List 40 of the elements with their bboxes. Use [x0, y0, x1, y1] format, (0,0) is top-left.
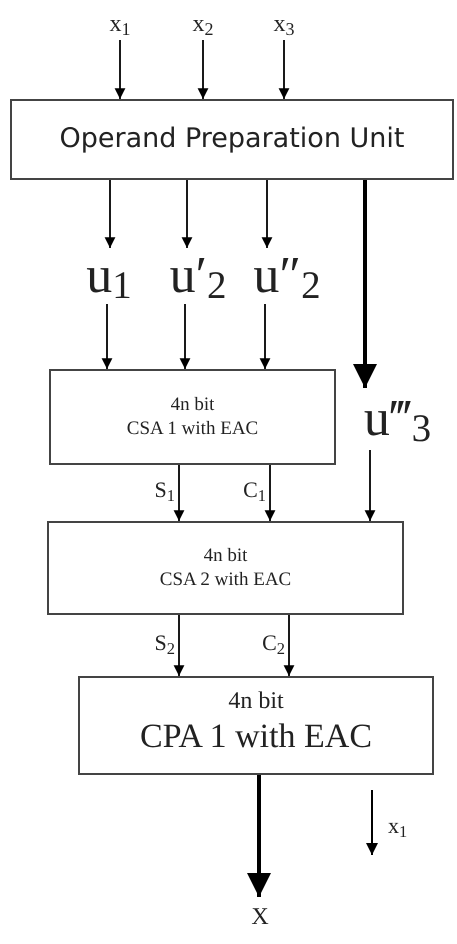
arrow	[174, 465, 184, 521]
edge-label: C$_{2}$	[261, 632, 285, 654]
signal-label: x$_{1}$	[100, 8, 140, 40]
signal-label: u′$_{2}$	[158, 248, 238, 304]
adder-label: CSA 1 with EAC	[126, 417, 258, 441]
adder-box	[47, 521, 404, 615]
arrow	[264, 465, 276, 521]
bit-width-label: 4n bit	[228, 687, 284, 716]
signal-label: u$_{1}$	[78, 248, 140, 304]
arrow	[247, 775, 271, 897]
adder-label: CSA 2 with EAC	[160, 568, 292, 592]
arrow	[262, 180, 272, 248]
arrow	[198, 40, 208, 99]
adder-box	[78, 676, 434, 775]
arrow	[180, 304, 190, 369]
arrow	[260, 304, 270, 369]
edge-label: S$_{2}$	[154, 632, 175, 654]
box-title: Operand Preparation Unit	[59, 122, 404, 156]
arrow	[104, 180, 116, 248]
adder-label: CPA 1 with EAC	[140, 717, 372, 757]
arrow	[182, 180, 192, 248]
signal-label: x$_{3}$	[264, 8, 304, 40]
bit-width-label: 4n bit	[170, 393, 214, 417]
edge-label: S$_{1}$	[154, 479, 175, 501]
bit-width-label: 4n bit	[204, 544, 248, 568]
arrow	[278, 40, 290, 99]
arrow	[114, 40, 126, 99]
arrow	[364, 450, 376, 521]
signal-label: X	[240, 897, 280, 937]
edge-label: C$_{1}$	[242, 479, 266, 501]
signal-label: x$_{1}$	[388, 815, 408, 837]
arrow	[284, 615, 294, 676]
signal-label: u‴$_{3}$	[340, 388, 455, 450]
signal-label: u″$_{2}$	[240, 248, 334, 304]
arrow	[174, 615, 184, 676]
arrow	[353, 180, 377, 388]
process-box	[10, 99, 454, 180]
signal-label: x$_{2}$	[183, 8, 223, 40]
arrow	[102, 304, 112, 369]
adder-box	[49, 369, 336, 465]
